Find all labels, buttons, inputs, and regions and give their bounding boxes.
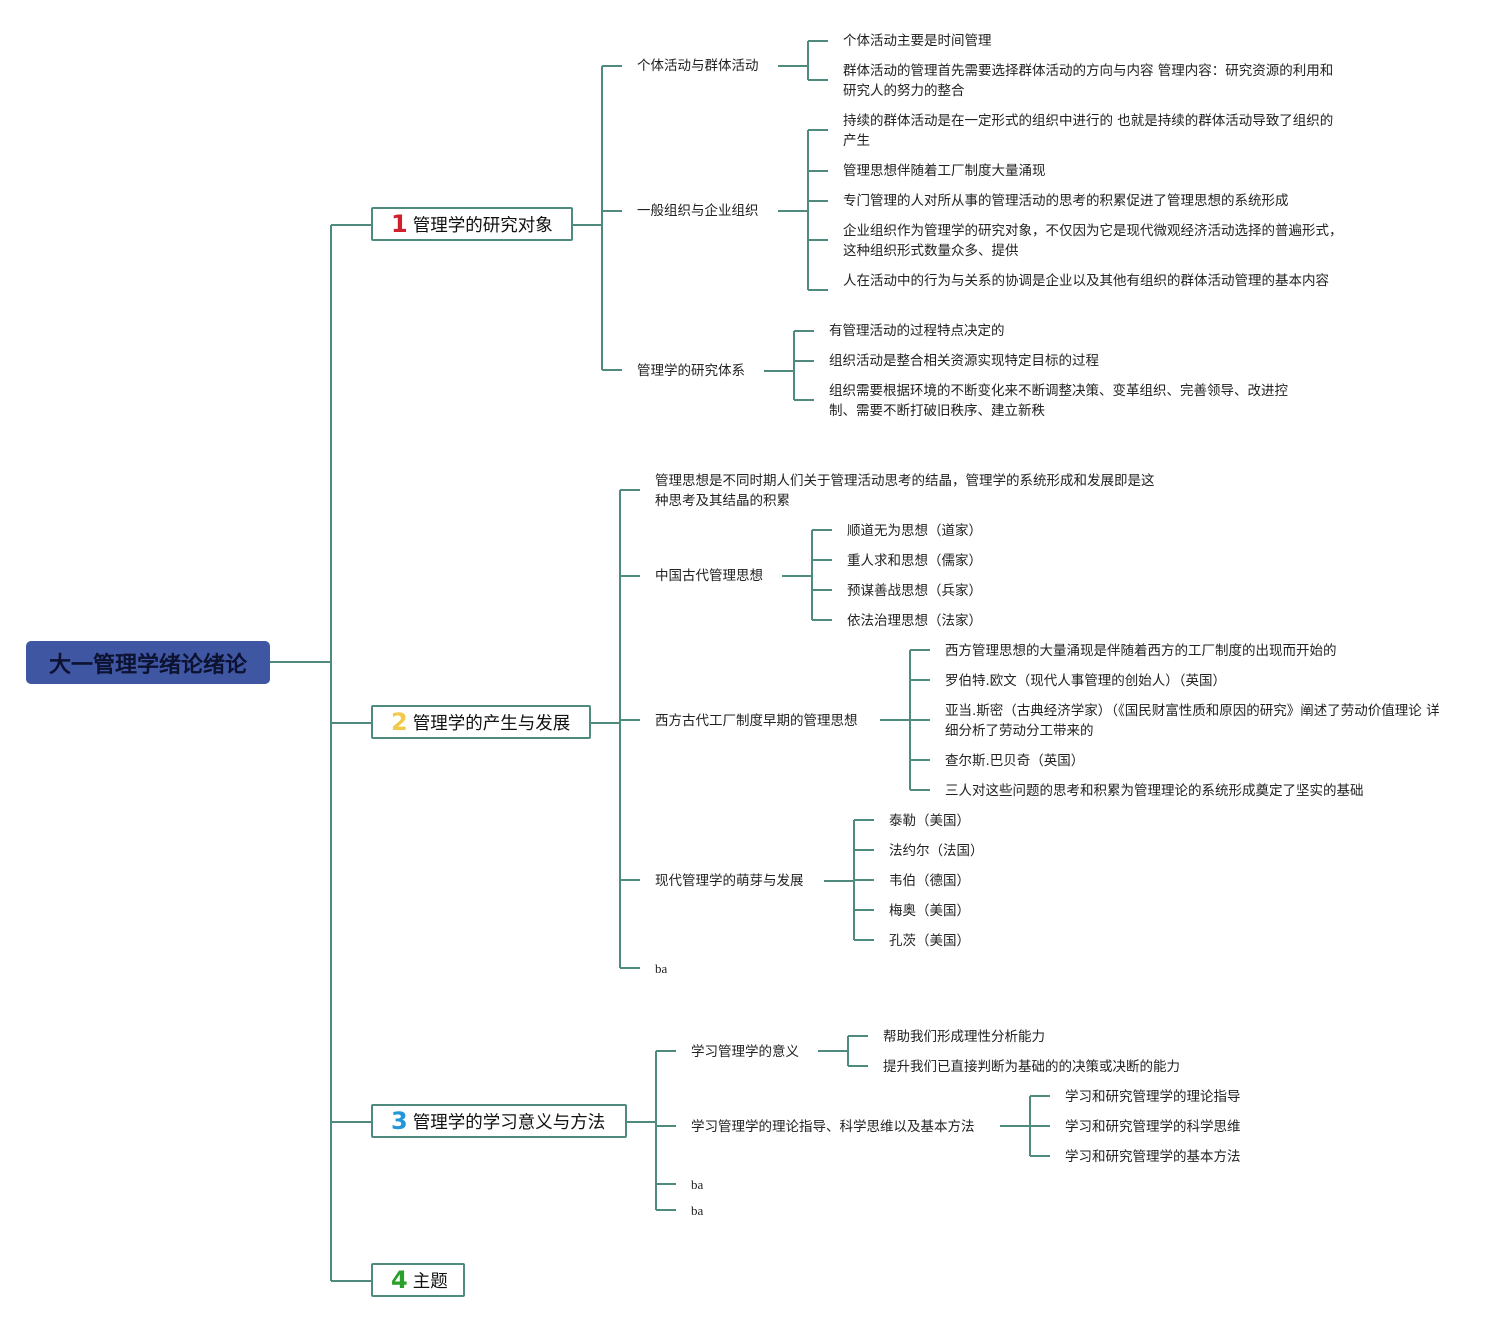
leaf-topic[interactable]: 组织需要根据环境的不断变化来不断调整决策、变革组织、完善领导、改进控制、需要不断… <box>829 383 1288 419</box>
branch-origin-development[interactable]: 2 管理学的产生与发展 <box>371 705 591 739</box>
leaf-topic[interactable]: 顺道无为思想（道家） <box>847 523 982 539</box>
leaf-topic[interactable]: 人在活动中的行为与关系的协调是企业以及其他有组织的群体活动管理的基本内容 <box>843 273 1329 289</box>
branch-label: 管理学的研究对象 <box>412 215 553 236</box>
root-topic[interactable]: 大一管理学绪论绪论 <box>26 641 270 684</box>
leaf-topic[interactable]: 个体活动主要是时间管理 <box>843 33 992 49</box>
branch-label: 管理学的产生与发展 <box>412 713 571 734</box>
subtopic[interactable]: 中国古代管理思想 <box>655 568 763 584</box>
leaf-topic[interactable]: 管理思想伴随着工厂制度大量涌现 <box>843 163 1046 179</box>
leaf-topic[interactable]: 帮助我们形成理性分析能力 <box>883 1029 1045 1045</box>
subtopic[interactable]: 西方古代工厂制度早期的管理思想 <box>655 713 858 729</box>
leaf-topic[interactable]: 查尔斯.巴贝奇（英国） <box>945 753 1085 769</box>
branch-learning-methods[interactable]: 3 管理学的学习意义与方法 <box>371 1104 627 1138</box>
subtopic[interactable]: 一般组织与企业组织 <box>637 203 759 219</box>
leaf-topic[interactable]: 学习和研究管理学的基本方法 <box>1065 1149 1241 1165</box>
subtopic[interactable]: 管理学的研究体系 <box>637 363 745 379</box>
leaf-topic[interactable]: 企业组织作为管理学的研究对象，不仅因为它是现代微观经济活动选择的普遍形式，这种组… <box>843 223 1343 259</box>
leaf-topic[interactable]: 提升我们已直接判断为基础的的决策或决断的能力 <box>883 1059 1180 1075</box>
leaf-topic[interactable]: 亚当.斯密（古典经济学家）（《国民财富性质和原因的研究》阐述了劳动价值理论 详细… <box>945 703 1440 739</box>
branch-number: 4 <box>391 1266 408 1294</box>
leaf-topic[interactable]: 群体活动的管理首先需要选择群体活动的方向与内容 管理内容：研究资源的利用和研究人… <box>843 63 1334 99</box>
leaf-topic[interactable]: 重人求和思想（儒家） <box>847 553 982 569</box>
leaf-topic[interactable]: 韦伯（德国） <box>889 873 970 889</box>
branch-label: 管理学的学习意义与方法 <box>412 1112 606 1133</box>
leaf-topic[interactable]: 三人对这些问题的思考和积累为管理理论的系统形成奠定了坚实的基础 <box>945 783 1364 799</box>
leaf-topic[interactable]: 依法治理思想（法家） <box>847 613 982 629</box>
subtopic[interactable]: 个体活动与群体活动 <box>637 58 759 74</box>
branch-number: 3 <box>391 1107 408 1135</box>
leaf-topic[interactable]: 学习和研究管理学的理论指导 <box>1065 1089 1241 1105</box>
leaf-topic[interactable]: 罗伯特.欧文（现代人事管理的创始人）（英国） <box>945 673 1227 689</box>
branch-label: 主题 <box>412 1271 448 1292</box>
branch-number: 1 <box>391 210 408 238</box>
subtopic[interactable]: 学习管理学的理论指导、科学思维以及基本方法 <box>691 1119 975 1135</box>
leaf-topic[interactable]: 西方管理思想的大量涌现是伴随着西方的工厂制度的出现而开始的 <box>945 643 1337 659</box>
branch-number: 2 <box>391 708 408 736</box>
leaf-topic[interactable]: 专门管理的人对所从事的管理活动的思考的积累促进了管理思想的系统形成 <box>843 193 1289 209</box>
leaf-topic[interactable]: 持续的群体活动是在一定形式的组织中进行的 也就是持续的群体活动导致了组织的产生 <box>843 113 1334 149</box>
leaf-topic[interactable]: 泰勒（美国） <box>889 813 970 829</box>
leaf-topic[interactable]: 学习和研究管理学的科学思维 <box>1065 1119 1241 1135</box>
leaf-topic[interactable]: 有管理活动的过程特点决定的 <box>829 323 1005 339</box>
leaf-topic[interactable]: 梅奥（美国） <box>889 903 970 919</box>
subtopic[interactable]: ba <box>691 1177 704 1192</box>
subtopic[interactable]: ba <box>691 1203 704 1218</box>
subtopic[interactable]: ba <box>655 961 668 976</box>
subtopic[interactable]: 管理思想是不同时期人们关于管理活动思考的结晶，管理学的系统形成和发展即是这种思考… <box>655 473 1155 509</box>
branch-research-object[interactable]: 1 管理学的研究对象 <box>371 207 573 241</box>
leaf-topic[interactable]: 预谋善战思想（兵家） <box>847 583 982 599</box>
subtopic[interactable]: 现代管理学的萌芽与发展 <box>655 873 804 889</box>
branch-topic[interactable]: 4 主题 <box>371 1263 465 1297</box>
leaf-topic[interactable]: 组织活动是整合相关资源实现特定目标的过程 <box>829 353 1099 369</box>
leaf-topic[interactable]: 法约尔（法国） <box>889 843 984 859</box>
subtopic[interactable]: 学习管理学的意义 <box>691 1044 799 1060</box>
leaf-topic[interactable]: 孔茨（美国） <box>889 933 970 949</box>
